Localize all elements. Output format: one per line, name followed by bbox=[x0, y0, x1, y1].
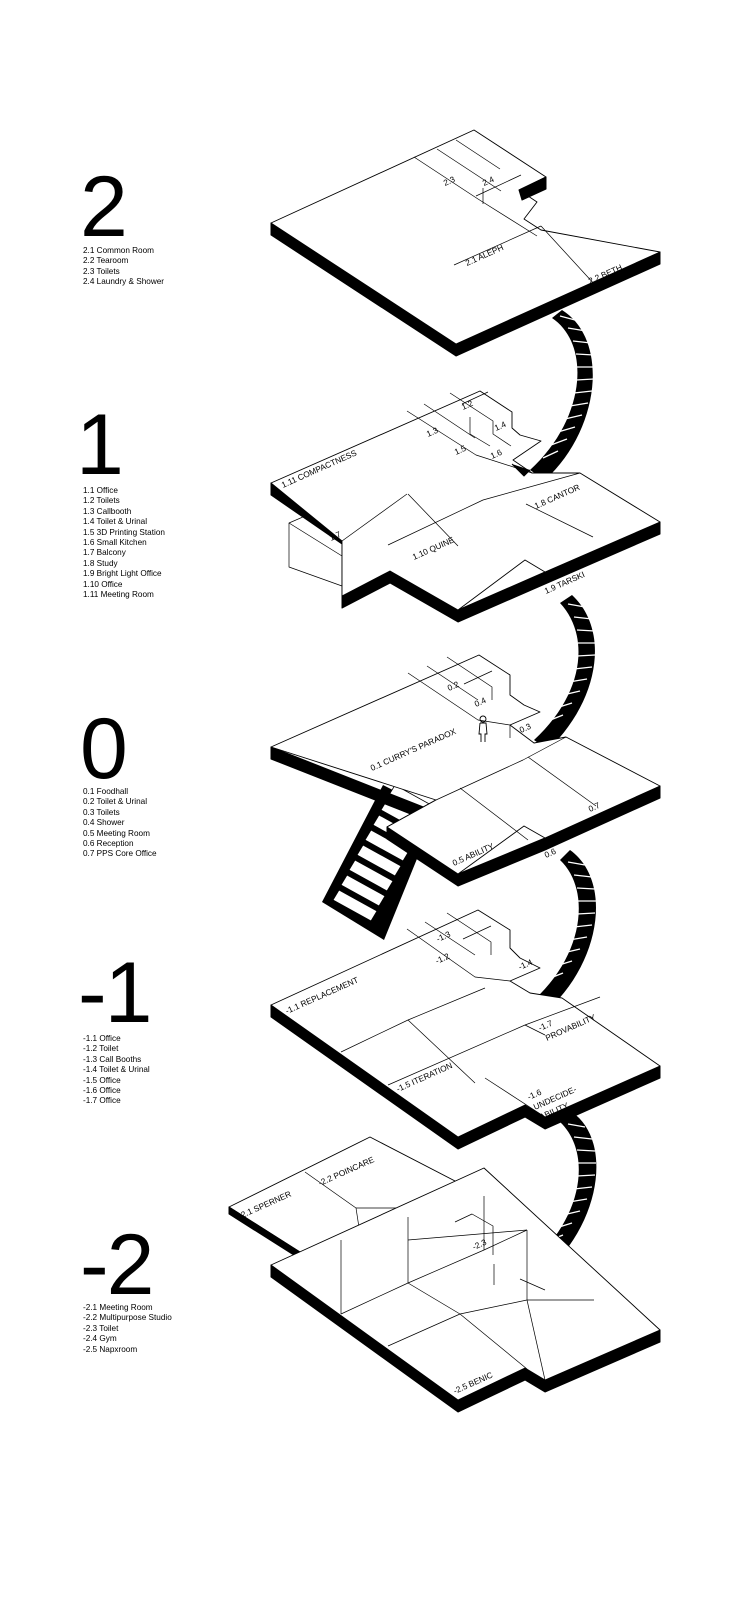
room-list-item: 0.3 Toilets bbox=[83, 807, 120, 817]
floor-0-plate bbox=[270, 654, 661, 887]
stair-0-to-minus1 bbox=[534, 850, 596, 1010]
floor-number-minus1: -1 bbox=[78, 945, 152, 1041]
room-label-1-6: 1.6 bbox=[489, 447, 504, 461]
floor-2-plate bbox=[270, 129, 661, 357]
room-list-item: 1.4 Toilet & Urinal bbox=[83, 517, 148, 527]
room-label-0-4: 0.4 bbox=[473, 695, 488, 709]
room-list-item: 0.5 Meeting Room bbox=[83, 828, 150, 838]
floor-1-room-list: 1.1 Office 1.2 Toilets 1.3 Callbooth 1.4… bbox=[83, 486, 165, 600]
room-label-0-3: 0.3 bbox=[518, 721, 533, 735]
room-list-item: 2.2 Tearoom bbox=[83, 256, 129, 266]
room-list-item: 0.1 Foodhall bbox=[83, 787, 129, 796]
room-list-item: 2.4 Laundry & Shower bbox=[83, 277, 165, 287]
room-list-item: 1.10 Office bbox=[83, 579, 123, 589]
room-list-item: 0.6 Reception bbox=[83, 839, 134, 849]
stair-1-to-0 bbox=[534, 595, 596, 750]
room-list-item: 0.2 Toilet & Urinal bbox=[83, 797, 148, 807]
room-list-item: -1.1 Office bbox=[83, 1034, 121, 1043]
room-list-item: -2.2 Multipurpose Studio bbox=[83, 1313, 172, 1323]
floor-number-2: 2 bbox=[80, 159, 128, 255]
room-label-0-7: 0.7 bbox=[587, 800, 602, 814]
room-list-item: -1.6 Office bbox=[83, 1086, 121, 1096]
room-label-0-2: 0.2 bbox=[446, 679, 461, 693]
room-list-item: 1.1 Office bbox=[83, 486, 118, 495]
room-list-item: 0.7 PPS Core Office bbox=[83, 849, 157, 859]
room-label-1-7: 1.7 bbox=[328, 529, 343, 543]
floor-0-room-list: 0.1 Foodhall 0.2 Toilet & Urinal 0.3 Toi… bbox=[83, 787, 157, 860]
room-label-1-4: 1.4 bbox=[493, 419, 508, 433]
room-list-item: 1.3 Callbooth bbox=[83, 506, 132, 516]
room-list-item: 1.8 Study bbox=[83, 558, 118, 568]
room-list-item: 2.1 Common Room bbox=[83, 246, 154, 255]
room-list-item: -2.4 Gym bbox=[83, 1334, 117, 1344]
floor-number-minus2: -2 bbox=[80, 1217, 154, 1313]
floor-minus2-plate bbox=[228, 1136, 661, 1413]
room-label-0-6: 0.6 bbox=[543, 846, 558, 860]
floor-number-1: 1 bbox=[76, 397, 124, 493]
room-list-item: 0.4 Shower bbox=[83, 818, 125, 828]
room-label-1-3: 1.3 bbox=[425, 425, 440, 439]
person-figure-icon bbox=[478, 715, 488, 742]
room-list-item: 1.5 3D Printing Station bbox=[83, 527, 165, 537]
room-list-item: -1.7 Office bbox=[83, 1096, 121, 1106]
room-label-2-4: 2.4 bbox=[481, 174, 496, 188]
room-list-item: -1.3 Call Booths bbox=[83, 1054, 142, 1064]
floor-minus1-plate bbox=[270, 909, 661, 1150]
room-list-item: -2.3 Toilet bbox=[83, 1323, 119, 1333]
room-list-item: -1.4 Toilet & Urinal bbox=[83, 1065, 150, 1075]
room-list-item: 1.6 Small Kitchen bbox=[83, 538, 147, 548]
room-list-item: 1.2 Toilets bbox=[83, 496, 120, 506]
floor-1-plate bbox=[270, 390, 661, 623]
room-label-1-5: 1.5 bbox=[453, 443, 468, 457]
stair-minus1-to-minus2 bbox=[534, 1112, 597, 1270]
floor-minus2-room-list: -2.1 Meeting Room -2.2 Multipurpose Stud… bbox=[83, 1303, 172, 1355]
room-list-item: -1.5 Office bbox=[83, 1075, 121, 1085]
room-list-item: -2.1 Meeting Room bbox=[83, 1303, 153, 1312]
room-list-item: -2.5 Napxroom bbox=[83, 1344, 138, 1354]
floor-number-0: 0 bbox=[80, 701, 128, 797]
floor-2-room-list: 2.1 Common Room 2.2 Tearoom 2.3 Toilets … bbox=[83, 246, 164, 288]
floor-minus1-room-list: -1.1 Office -1.2 Toilet -1.3 Call Booths… bbox=[83, 1034, 150, 1107]
room-label-1-2: 1.2 bbox=[460, 398, 475, 412]
stair-2-to-1 bbox=[530, 310, 595, 480]
room-list-item: -1.2 Toilet bbox=[83, 1044, 119, 1054]
room-list-item: 2.3 Toilets bbox=[83, 266, 120, 276]
room-list-item: 1.9 Bright Light Office bbox=[83, 569, 162, 579]
room-label-2-3: 2.3 bbox=[442, 174, 457, 188]
room-list-item: 1.7 Balcony bbox=[83, 548, 126, 558]
room-list-item: 1.11 Meeting Room bbox=[83, 590, 154, 600]
